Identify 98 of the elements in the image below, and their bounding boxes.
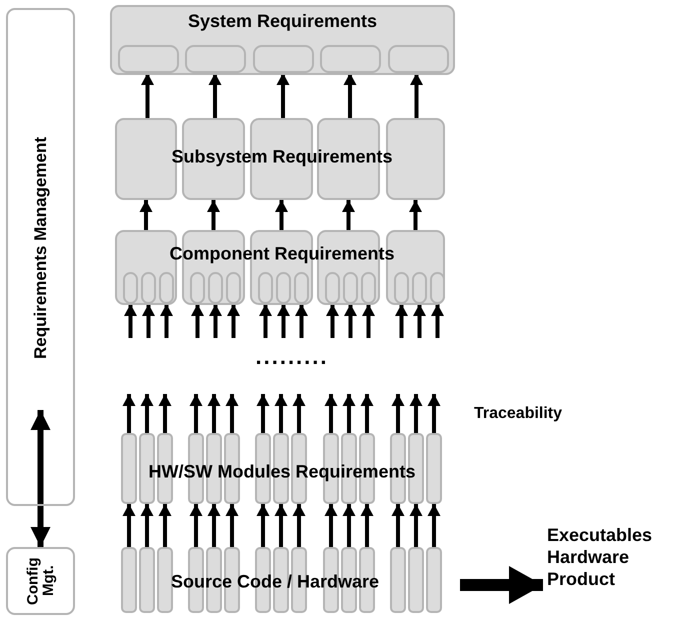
arrow bbox=[277, 304, 290, 338]
vertical-title: Requirements Management bbox=[30, 137, 50, 359]
arrow bbox=[360, 504, 374, 547]
module-bar bbox=[121, 433, 137, 504]
arrow bbox=[342, 200, 355, 230]
arrow bbox=[142, 304, 155, 338]
requirement-box bbox=[253, 45, 314, 73]
arrow bbox=[295, 304, 308, 338]
requirement-box bbox=[343, 272, 358, 304]
arrow bbox=[124, 304, 137, 338]
source-bar bbox=[157, 547, 173, 613]
source-bar bbox=[408, 547, 424, 613]
arrow bbox=[428, 504, 440, 547]
requirement-box bbox=[258, 272, 273, 304]
arrow bbox=[292, 394, 306, 433]
box-title: System Requirements bbox=[188, 11, 378, 32]
arrow bbox=[190, 504, 202, 547]
requirement-box bbox=[141, 272, 156, 304]
arrow bbox=[256, 504, 270, 547]
arrow bbox=[256, 394, 270, 433]
arrow bbox=[409, 200, 422, 230]
arrow bbox=[292, 504, 306, 547]
requirement-box bbox=[430, 272, 445, 304]
arrow bbox=[342, 394, 356, 433]
arrow bbox=[274, 394, 288, 433]
level-title: HW/SW Modules Requirements bbox=[148, 462, 416, 482]
requirement-box bbox=[110, 5, 455, 75]
arrow bbox=[275, 200, 288, 230]
arrow bbox=[395, 304, 408, 338]
level-title: Source Code / Hardware bbox=[170, 572, 380, 592]
arrow bbox=[324, 504, 338, 547]
arrow bbox=[344, 304, 357, 338]
output-label: Executables Hardware Product bbox=[547, 525, 675, 591]
arrow bbox=[158, 394, 172, 433]
source-bar bbox=[390, 547, 406, 613]
arrow bbox=[431, 304, 444, 338]
source-bar bbox=[121, 547, 137, 613]
vertical-title: Config Mgt. bbox=[24, 556, 56, 607]
arrow bbox=[276, 73, 290, 118]
requirement-box bbox=[388, 45, 449, 73]
arrow bbox=[141, 73, 154, 118]
arrow bbox=[342, 504, 356, 547]
arrow bbox=[140, 394, 154, 433]
requirement-box bbox=[123, 272, 138, 304]
source-bar bbox=[426, 547, 442, 613]
arrow bbox=[209, 304, 222, 338]
requirement-box bbox=[325, 272, 340, 304]
requirement-box bbox=[118, 45, 179, 73]
requirement-box bbox=[412, 272, 427, 304]
arrow bbox=[227, 304, 240, 338]
arrow bbox=[324, 394, 338, 433]
requirement-box bbox=[159, 272, 174, 304]
arrow bbox=[428, 394, 440, 433]
requirement-box bbox=[226, 272, 241, 304]
arrow bbox=[410, 394, 422, 433]
requirement-box bbox=[320, 45, 381, 73]
arrow bbox=[362, 304, 375, 338]
level-title: Subsystem Requirements bbox=[171, 146, 393, 168]
management-panel bbox=[6, 8, 75, 506]
ellipsis-text: ......... bbox=[256, 344, 328, 370]
arrow bbox=[160, 304, 173, 338]
arrow bbox=[410, 73, 423, 118]
arrow bbox=[259, 304, 272, 338]
arrow bbox=[392, 504, 404, 547]
arrow bbox=[190, 394, 202, 433]
level-title: Component Requirements bbox=[169, 244, 395, 264]
arrow bbox=[410, 504, 422, 547]
arrow bbox=[392, 394, 404, 433]
traceability-label: Traceability bbox=[474, 405, 562, 423]
arrow bbox=[360, 394, 374, 433]
arrow bbox=[207, 200, 220, 230]
requirement-box bbox=[190, 272, 205, 304]
arrow bbox=[140, 504, 154, 547]
requirement-box bbox=[276, 272, 291, 304]
requirement-box bbox=[294, 272, 309, 304]
requirement-box bbox=[361, 272, 376, 304]
arrow bbox=[274, 504, 288, 547]
arrow bbox=[158, 504, 172, 547]
arrow bbox=[344, 73, 356, 118]
requirement-box bbox=[394, 272, 409, 304]
arrow bbox=[226, 394, 238, 433]
arrow bbox=[208, 504, 220, 547]
arrow bbox=[413, 304, 426, 338]
requirement-box bbox=[185, 45, 246, 73]
source-bar bbox=[139, 547, 155, 613]
requirement-box bbox=[208, 272, 223, 304]
double-arrow bbox=[30, 410, 50, 547]
arrow bbox=[226, 504, 238, 547]
config-box bbox=[6, 547, 75, 615]
arrow bbox=[208, 73, 222, 118]
arrow bbox=[191, 304, 204, 338]
arrow bbox=[326, 304, 339, 338]
arrow bbox=[208, 394, 220, 433]
arrow bbox=[140, 200, 152, 230]
module-bar bbox=[426, 433, 442, 504]
block-arrow bbox=[460, 566, 543, 604]
arrow bbox=[122, 504, 136, 547]
arrow bbox=[122, 394, 136, 433]
